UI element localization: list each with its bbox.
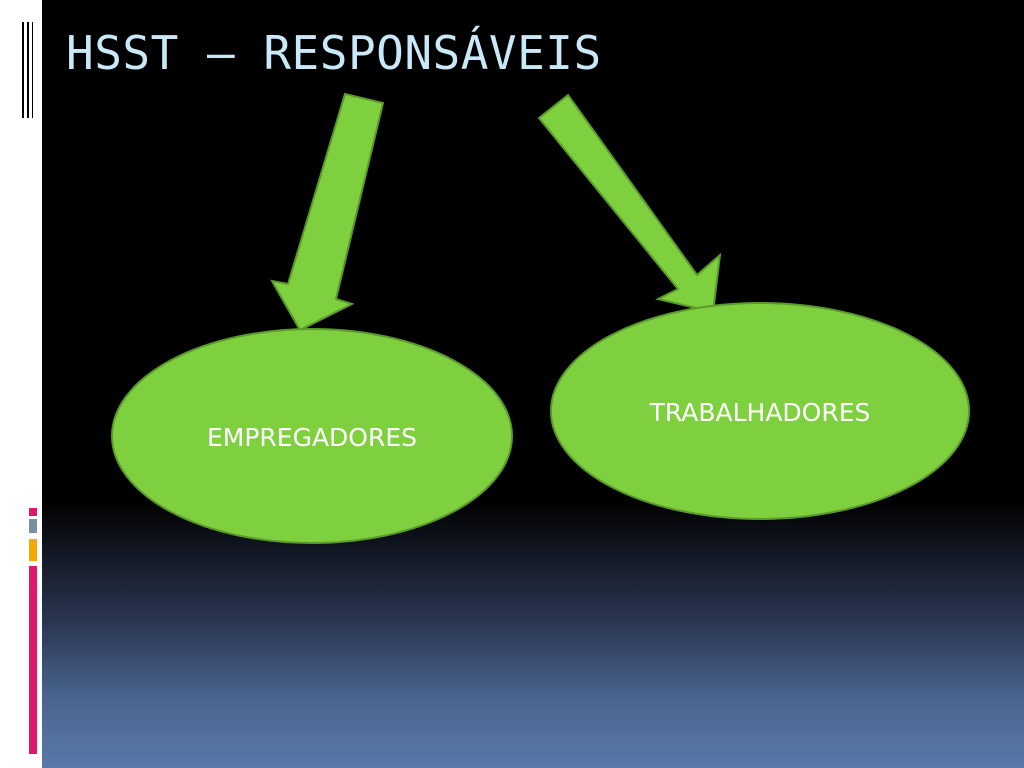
node-label-trabalhadores: TRABALHADORES <box>649 398 871 427</box>
node-empregadores: EMPREGADORES <box>111 328 513 544</box>
bar-gray <box>29 519 37 533</box>
vertical-bars-top <box>19 22 35 118</box>
bar-pink-top <box>29 508 37 516</box>
bar-pink-long <box>29 566 37 754</box>
color-bars <box>29 508 37 754</box>
arrow-down-right <box>537 93 722 314</box>
arrow-down-left <box>270 92 385 332</box>
bar-orange <box>29 539 37 561</box>
page-title: HSST – RESPONSÁVEIS <box>66 26 602 80</box>
node-label-empregadores: EMPREGADORES <box>207 423 417 452</box>
node-trabalhadores: TRABALHADORES <box>550 302 970 520</box>
